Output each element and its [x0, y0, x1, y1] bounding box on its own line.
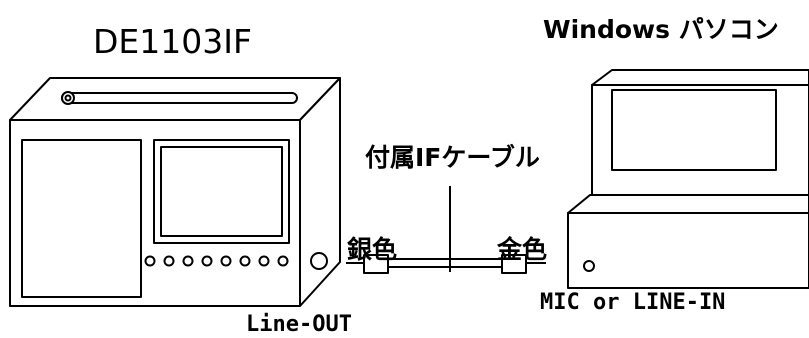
mic-line-in-label: MIC or LINE-IN	[540, 290, 726, 315]
pc-base-front	[567, 212, 809, 289]
pc-title: Windows パソコン	[543, 15, 779, 44]
gold-plug-label: 金色	[497, 235, 548, 264]
device-left-panel	[21, 139, 142, 298]
line-out-jack	[310, 252, 328, 270]
monitor-top-face	[591, 69, 809, 86]
if-cable	[346, 186, 546, 274]
monitor-screen	[611, 89, 777, 171]
windows-pc	[567, 69, 809, 289]
device-top-slot	[61, 92, 298, 104]
device-display-inner	[160, 146, 283, 237]
de1103if-device	[9, 77, 341, 307]
mic-in-jack	[583, 260, 595, 272]
cable-label: 付属IFケーブル	[365, 143, 540, 172]
line-out-label: Line-OUT	[246, 312, 352, 337]
silver-plug	[363, 254, 389, 274]
silver-plug-label: 銀色	[347, 235, 398, 264]
device-knobs	[144, 255, 289, 267]
device-title: DE1103IF	[93, 22, 252, 61]
pc-base-top-face	[567, 194, 809, 214]
